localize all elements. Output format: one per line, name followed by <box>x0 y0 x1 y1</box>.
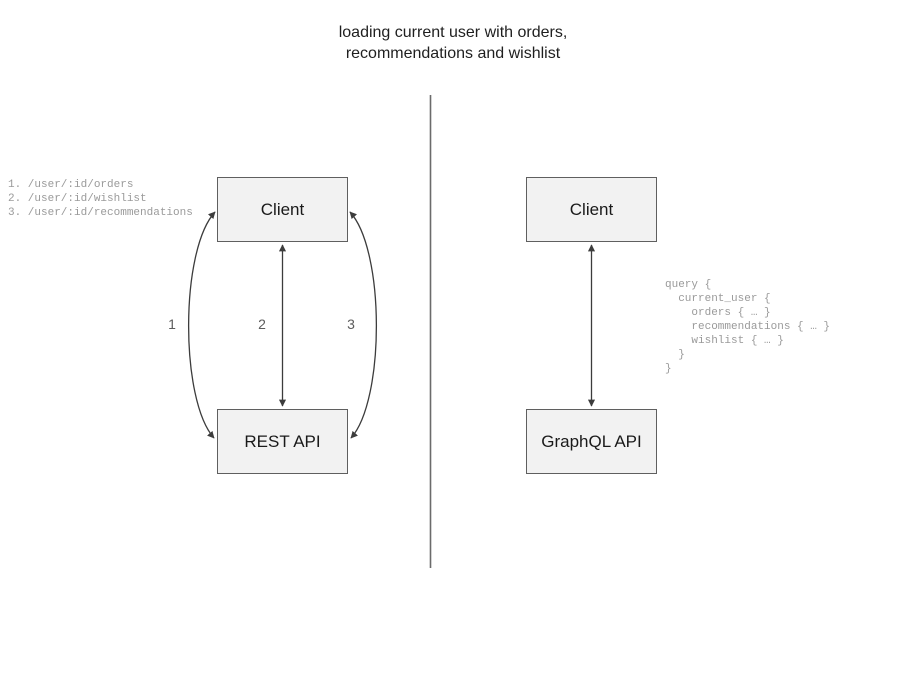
edge-1-arc-left <box>187 211 216 439</box>
node-client-graphql-label: Client <box>569 199 614 219</box>
node-client-graphql[interactable]: Client <box>526 177 657 242</box>
node-rest-api-label: REST API <box>244 431 321 451</box>
edge-label-3: 3 <box>347 316 355 332</box>
node-client-rest[interactable]: Client <box>217 177 348 242</box>
edge-3-arc-right <box>349 211 378 439</box>
node-client-rest-label: Client <box>260 199 305 219</box>
node-graphql-api[interactable]: GraphQL API <box>526 409 657 474</box>
node-rest-api[interactable]: REST API <box>217 409 348 474</box>
rest-endpoint-list: 1. /user/:id/orders 2. /user/:id/wishlis… <box>8 179 193 219</box>
edge-label-1: 1 <box>168 316 176 332</box>
edge-label-2: 2 <box>258 316 266 332</box>
graphql-query-snippet: query { current_user { orders { … } reco… <box>665 279 831 375</box>
diagram-title: loading current user with orders, recomm… <box>338 24 568 62</box>
node-graphql-api-label: GraphQL API <box>541 431 642 451</box>
